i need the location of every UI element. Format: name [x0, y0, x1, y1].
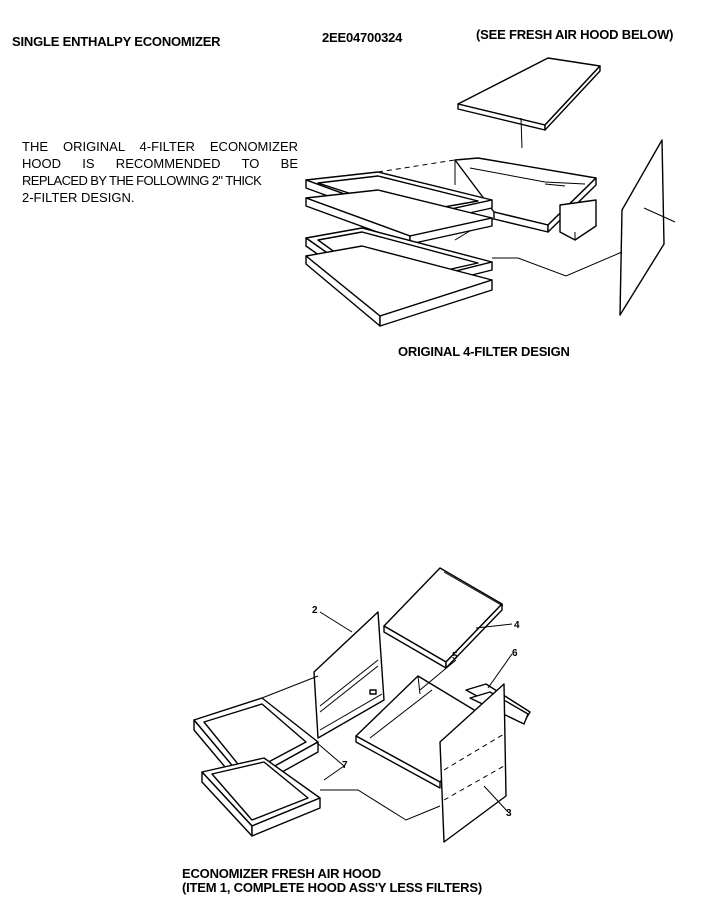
- filter: [201, 757, 321, 837]
- side-panel: [619, 139, 676, 316]
- callout-5: 5: [452, 651, 458, 662]
- original-design-caption: ORIGINAL 4-FILTER DESIGN: [398, 344, 570, 359]
- replacement-note: THE ORIGINAL 4-FILTER ECONOMIZER HOOD IS…: [22, 138, 298, 206]
- note-line: REPLACED BY THE FOLLOWING 2" THICK: [22, 173, 262, 188]
- hood-caption-line2: (ITEM 1, COMPLETE HOOD ASS'Y LESS FILTER…: [182, 880, 482, 895]
- callout-6: 6: [512, 648, 518, 659]
- callout-7: 7: [342, 760, 348, 771]
- see-below-note: (SEE FRESH AIR HOOD BELOW): [476, 27, 674, 42]
- filter: [305, 189, 493, 245]
- hood-side-panel: [313, 611, 385, 739]
- fresh-air-hood-assembly: 2 4 5 6 7 3: [193, 567, 531, 843]
- hood-front-panel: [439, 683, 507, 843]
- note-line: HOOD IS RECOMMENDED TO BE: [22, 156, 298, 171]
- note-line: 2-FILTER DESIGN.: [22, 190, 135, 205]
- hood-top-cover: [383, 567, 504, 669]
- filter: [305, 245, 493, 327]
- top-cover-plate: [457, 57, 601, 149]
- callout-3: 3: [506, 808, 512, 819]
- callout-2: 2: [312, 605, 318, 616]
- page-title: SINGLE ENTHALPY ECONOMIZER: [12, 34, 221, 49]
- note-line: THE ORIGINAL 4-FILTER ECONOMIZER: [22, 139, 298, 154]
- original-4-filter-assembly: [305, 57, 676, 327]
- callout-4: 4: [514, 620, 520, 631]
- model-number: 2EE04700324: [322, 30, 403, 45]
- hood-frame: [454, 157, 597, 241]
- hood-caption-line1: ECONOMIZER FRESH AIR HOOD: [182, 866, 381, 881]
- filter-stack: [305, 171, 493, 327]
- hood-filters: [193, 697, 321, 837]
